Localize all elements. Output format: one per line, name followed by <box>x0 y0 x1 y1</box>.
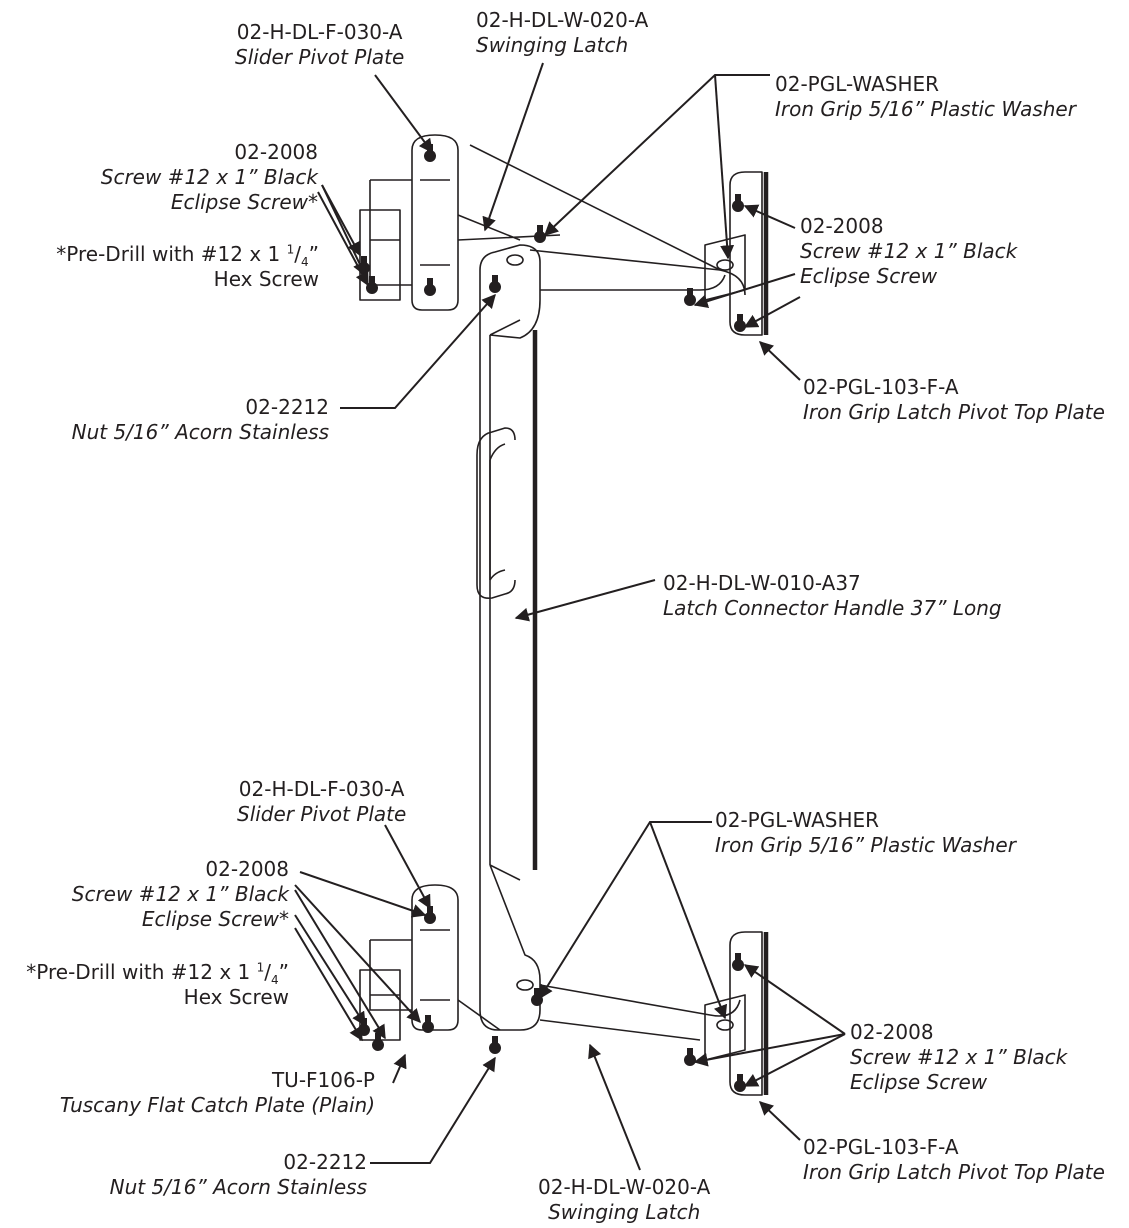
predrill-text: *Pre-Drill with #12 x 1 1/4” <box>26 960 289 987</box>
bottom-pivot-plate-label: 02-PGL-103-F-A Iron Grip Latch Pivot Top… <box>803 1135 1105 1185</box>
part-number: 02-2212 <box>245 395 329 419</box>
top-right-screw-label: 02-2008 Screw #12 x 1” Black Eclipse Scr… <box>800 214 1017 289</box>
top-nut-label: 02-2212 Nut 5/16” Acorn Stainless <box>72 395 329 445</box>
catch-plate-label: TU-F106-P Tuscany Flat Catch Plate (Plai… <box>60 1068 375 1118</box>
part-description: Latch Connector Handle 37” Long <box>663 596 1002 620</box>
part-number: 02-2212 <box>283 1150 367 1174</box>
part-description: Iron Grip 5/16” Plastic Washer <box>775 97 1076 121</box>
part-description: Eclipse Screw* <box>141 907 289 931</box>
part-description: Eclipse Screw* <box>170 190 318 214</box>
part-number: 02-PGL-103-F-A <box>803 375 959 399</box>
part-description: Iron Grip Latch Pivot Top Plate <box>803 400 1105 424</box>
part-number: 02-H-DL-F-030-A <box>238 777 405 801</box>
part-description: Tuscany Flat Catch Plate (Plain) <box>59 1093 375 1117</box>
bottom-swinging-latch-label: 02-H-DL-W-020-A Swinging Latch <box>538 1175 710 1225</box>
top-left-screw-label: 02-2008 Screw #12 x 1” Black Eclipse Scr… <box>101 140 318 215</box>
part-number: 02-PGL-103-F-A <box>803 1135 959 1159</box>
top-slider-plate-label: 02-H-DL-F-030-A Slider Pivot Plate <box>235 20 404 70</box>
bottom-pivot-top-plate-part <box>704 931 769 1096</box>
part-number: 02-2008 <box>850 1020 934 1044</box>
part-number: TU-F106-P <box>271 1068 375 1092</box>
part-number: 02-PGL-WASHER <box>775 72 940 96</box>
part-description: Nut 5/16” Acorn Stainless <box>71 420 329 444</box>
top-swinging-latch-part <box>457 144 746 339</box>
part-number: 02-H-DL-W-020-A <box>476 8 649 32</box>
part-description: Eclipse Screw <box>800 264 938 288</box>
bottom-left-screw-label: 02-2008 Screw #12 x 1” Black Eclipse Scr… <box>72 857 289 932</box>
top-swinging-latch-label: 02-H-DL-W-020-A Swinging Latch <box>476 8 648 58</box>
part-number: 02-2008 <box>205 857 289 881</box>
part-description: Eclipse Screw <box>850 1070 988 1094</box>
part-description: Screw #12 x 1” Black <box>71 882 289 906</box>
part-number: 02-H-DL-F-030-A <box>236 20 403 44</box>
bottom-swinging-latch-part <box>457 864 741 1041</box>
part-number: 02-PGL-WASHER <box>715 808 880 832</box>
top-predrill-note: *Pre-Drill with #12 x 1 1/4” Hex Screw <box>56 242 319 292</box>
part-number: 02-2008 <box>800 214 884 238</box>
part-description: Slider Pivot Plate <box>237 802 407 826</box>
bottom-washer-label: 02-PGL-WASHER Iron Grip 5/16” Plastic Wa… <box>715 808 1016 858</box>
predrill-text: Hex Screw <box>183 985 289 1009</box>
predrill-text: *Pre-Drill with #12 x 1 1/4” <box>56 242 319 269</box>
part-description: Iron Grip 5/16” Plastic Washer <box>715 833 1016 857</box>
predrill-text: Hex Screw <box>213 267 319 291</box>
bottom-slider-plate-label: 02-H-DL-F-030-A Slider Pivot Plate <box>237 777 406 827</box>
part-number: 02-H-DL-W-010-A37 <box>663 571 861 595</box>
washer-icon <box>506 254 734 1031</box>
part-number: 02-2008 <box>234 140 318 164</box>
part-description: Iron Grip Latch Pivot Top Plate <box>803 1160 1105 1184</box>
part-description: Screw #12 x 1” Black <box>850 1045 1068 1069</box>
top-pivot-plate-label: 02-PGL-103-F-A Iron Grip Latch Pivot Top… <box>803 375 1105 425</box>
part-description: Screw #12 x 1” Black <box>800 239 1018 263</box>
part-description: Swinging Latch <box>476 33 629 57</box>
bottom-nut-label: 02-2212 Nut 5/16” Acorn Stainless <box>110 1150 367 1200</box>
part-description: Slider Pivot Plate <box>235 45 405 69</box>
handle-label: 02-H-DL-W-010-A37 Latch Connector Handle… <box>663 571 1002 621</box>
part-number: 02-H-DL-W-020-A <box>538 1175 711 1199</box>
arrow-icon <box>294 62 846 1171</box>
bottom-slider-pivot-plate-part <box>359 884 459 1041</box>
part-description: Screw #12 x 1” Black <box>100 165 318 189</box>
bottom-predrill-note: *Pre-Drill with #12 x 1 1/4” Hex Screw <box>26 960 289 1010</box>
part-description: Nut 5/16” Acorn Stainless <box>109 1175 367 1199</box>
top-slider-pivot-plate-part <box>359 134 459 311</box>
connector-handle-part <box>476 319 538 881</box>
top-washer-label: 02-PGL-WASHER Iron Grip 5/16” Plastic Wa… <box>775 72 1076 122</box>
part-description: Swinging Latch <box>548 1200 701 1224</box>
bottom-right-screw-label: 02-2008 Screw #12 x 1” Black Eclipse Scr… <box>850 1020 1067 1095</box>
